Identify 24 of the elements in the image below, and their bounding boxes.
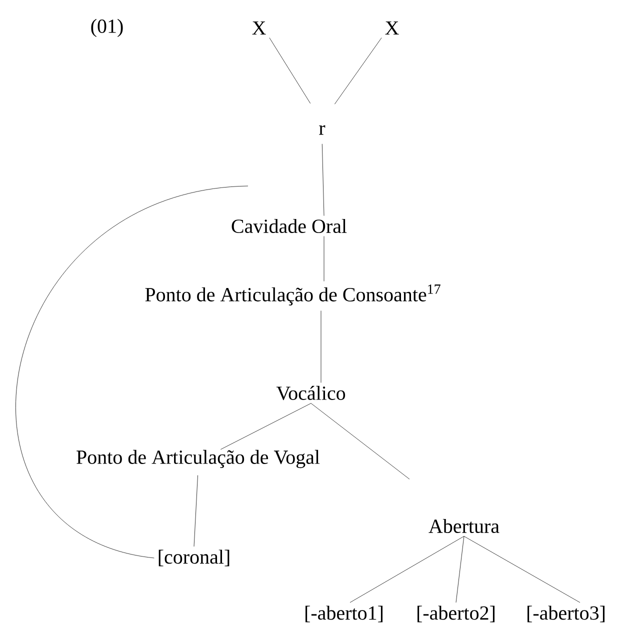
branch-line [456,536,464,603]
tree-label: [-aberto3] [528,606,604,622]
tree-label: Ponto de Articulação de Consoante$^{17}$ [145,284,440,306]
branch-line [269,38,311,104]
curved-line [16,186,248,558]
branch-line [320,310,322,383]
branch-line [350,536,464,603]
branch-line [464,536,580,603]
tree-label: r [319,125,326,135]
tree-label: Abertura [428,518,500,534]
branch-line [322,144,324,216]
tree-label: Vocálico [276,386,346,400]
branch-line [220,403,312,450]
tree-label: X [252,21,266,35]
tree-label: [-aberto1] [306,606,382,622]
branch-line [334,38,382,104]
tree-label: [-aberto2] [418,606,494,622]
tree-label: Cavidade Oral [232,218,347,234]
tree-label: X [385,21,399,35]
branch-line [194,475,198,547]
example-number: (01) [91,18,123,38]
tree-label: [coronal] [158,550,230,566]
branch-line [310,403,410,480]
tree-label: Ponto de Articulação de Vogal [76,450,320,468]
